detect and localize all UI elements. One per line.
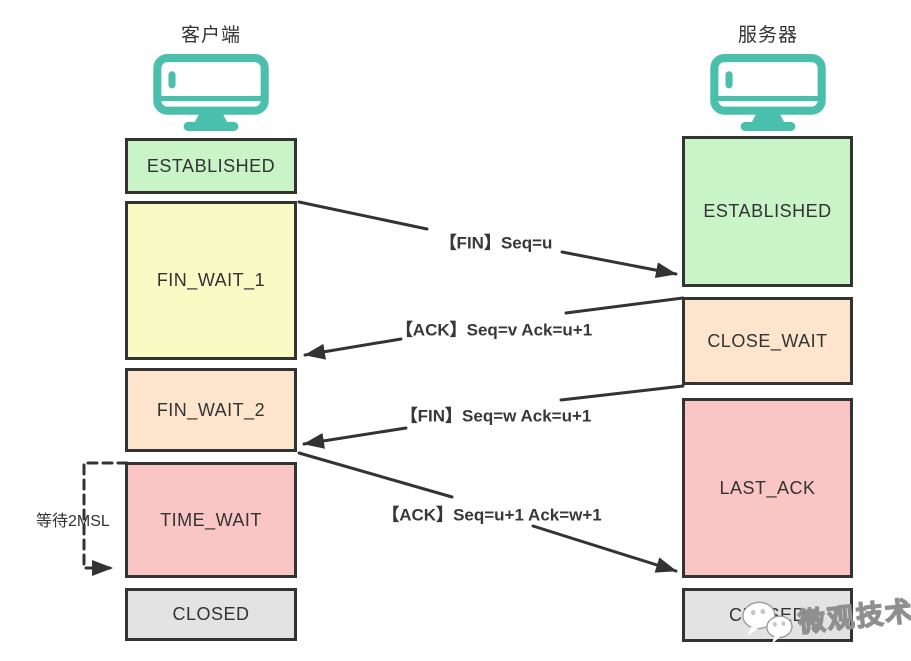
server-state-established: ESTABLISHED — [682, 136, 853, 287]
message-fin-seq-u: 【FIN】Seq=u — [439, 233, 553, 253]
client-state-fin-wait-1: FIN_WAIT_1 — [125, 201, 297, 360]
server-title: 服务器 — [737, 25, 798, 46]
client-title: 客户端 — [180, 25, 241, 46]
state-label: FIN_WAIT_1 — [156, 270, 266, 290]
client-computer-icon — [153, 54, 269, 131]
message-fin-seq-w: 【FIN】Seq=w Ack=u+1 — [400, 406, 592, 426]
watermark-text: 微观技术 — [796, 595, 911, 638]
state-label: FIN_WAIT_2 — [156, 399, 266, 420]
state-label: CLOSED — [172, 604, 250, 624]
watermark: 微观技术 — [738, 583, 911, 651]
client-state-established: ESTABLISHED — [125, 138, 297, 194]
state-label: ESTABLISHED — [146, 155, 276, 176]
message-ack-seq-u1: 【ACK】Seq=u+1 Ack=w+1 — [382, 505, 602, 525]
client-state-fin-wait-2: FIN_WAIT_2 — [125, 368, 297, 452]
client-state-time-wait: TIME_WAIT — [125, 462, 297, 578]
server-state-close-wait: CLOSE_WAIT — [682, 297, 853, 385]
state-label: ESTABLISHED — [703, 201, 832, 221]
server-computer-icon — [710, 54, 826, 131]
state-label: LAST_ACK — [719, 477, 816, 498]
state-label: TIME_WAIT — [160, 509, 262, 530]
state-label: CLOSE_WAIT — [707, 330, 828, 351]
wait-2msl-note: 等待2MSL — [36, 513, 110, 530]
message-ack-seq-v: 【ACK】Seq=v Ack=u+1 — [395, 320, 593, 340]
chat-bubbles-icon — [742, 601, 793, 645]
client-state-closed: CLOSED — [125, 588, 297, 641]
server-state-last-ack: LAST_ACK — [682, 398, 853, 578]
